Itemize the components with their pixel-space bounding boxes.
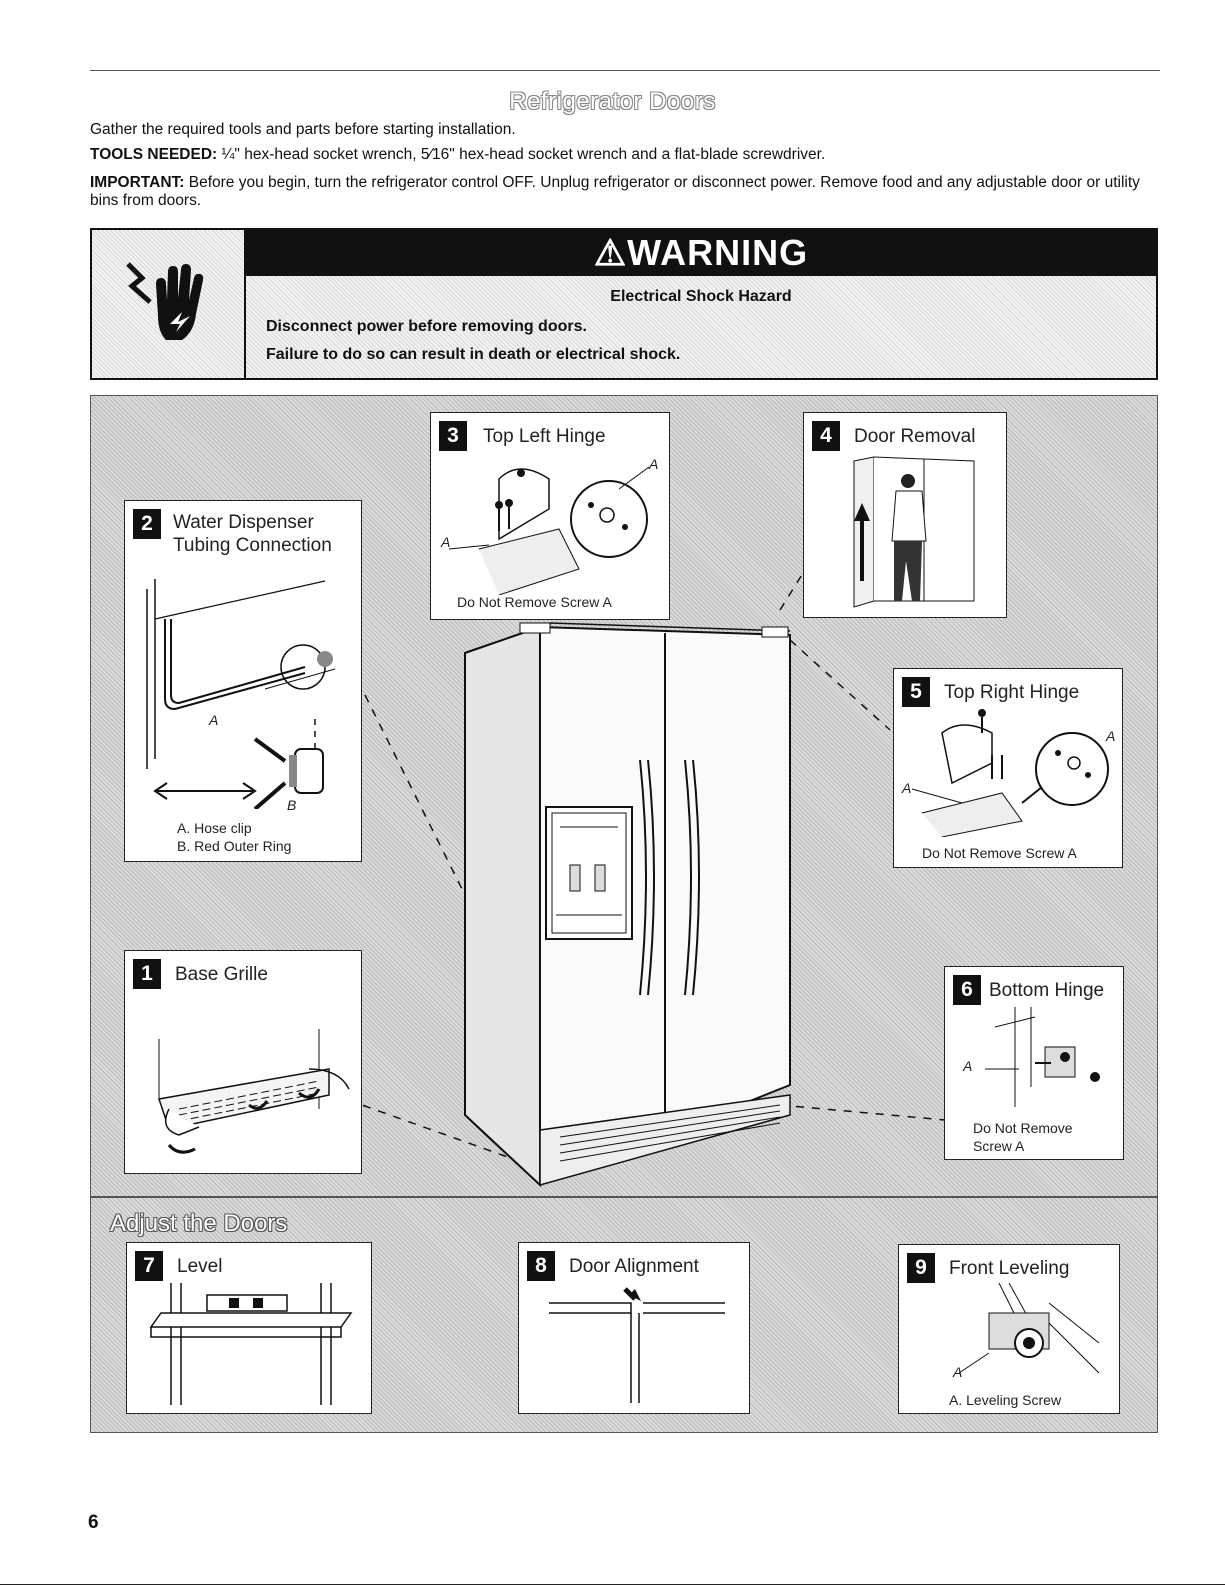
- adjust-doors-title: Adjust the Doors: [110, 1210, 288, 1237]
- step-2-caption-a: A. Hose clip: [177, 820, 252, 836]
- important-label: IMPORTANT:: [90, 174, 185, 191]
- step-7-diagram: [149, 1283, 353, 1405]
- step-2-label-a: A: [209, 712, 219, 728]
- refrigerator-illustration: [347, 564, 946, 1188]
- step-2-title-line1: Water Dispenser: [173, 512, 314, 533]
- step-4-title: Door Removal: [854, 426, 976, 447]
- step-2-diagram: [146, 579, 336, 809]
- step-4-number: 4: [812, 421, 840, 451]
- step-1-diagram: [158, 1029, 350, 1154]
- step-7-title: Level: [177, 1256, 223, 1277]
- step-1-title: Base Grille: [175, 964, 268, 985]
- step-6-caption-line2: Screw A: [973, 1138, 1025, 1154]
- step-5-diagram: [911, 709, 1109, 837]
- step-3-diagram: [448, 466, 650, 595]
- tools-needed: TOOLS NEEDED: ¼" hex-head socket wrench,…: [90, 146, 1160, 164]
- step-2-title-line2: Tubing Connection: [173, 535, 332, 556]
- step-5-label-a-top: A: [1106, 728, 1116, 744]
- step-5-caption: Do Not Remove Screw A: [922, 845, 1077, 861]
- top-rule: [90, 70, 1160, 71]
- warning-line-2: Failure to do so can result in death or …: [266, 346, 681, 363]
- important-note: IMPORTANT: Before you begin, turn the re…: [90, 174, 1160, 210]
- step-9-number: 9: [907, 1253, 935, 1283]
- step-5-number: 5: [902, 677, 930, 707]
- step-9-caption: A. Leveling Screw: [949, 1392, 1062, 1408]
- step-6-number: 6: [953, 975, 981, 1005]
- step-9-label-a: A: [953, 1364, 963, 1380]
- step-3-label-a-left: A: [441, 534, 451, 550]
- step-6-bottom-hinge: 6 Bottom Hinge A Do Not Remove Screw A: [944, 966, 1124, 1160]
- step-2-caption-b: B. Red Outer Ring: [177, 838, 292, 854]
- step-6-label-a: A: [963, 1058, 973, 1074]
- warning-banner: ⚠WARNING: [246, 230, 1156, 276]
- step-4-diagram: [853, 456, 975, 608]
- step-1-base-grille: 1 Base Grille: [124, 950, 362, 1174]
- step-6-title: Bottom Hinge: [989, 980, 1105, 1001]
- step-1-number: 1: [133, 959, 161, 989]
- step-6-caption-line1: Do Not Remove: [973, 1120, 1073, 1136]
- step-7-number: 7: [135, 1251, 163, 1281]
- step-7-level: 7 Level: [126, 1242, 372, 1414]
- warning-line-1: Disconnect power before removing doors.: [266, 318, 587, 335]
- step-8-number: 8: [527, 1251, 555, 1281]
- important-text: Before you begin, turn the refrigerator …: [90, 174, 1140, 209]
- step-8-title: Door Alignment: [569, 1256, 699, 1277]
- step-3-caption: Do Not Remove Screw A: [457, 594, 612, 610]
- step-2-water-dispenser: 2 Water Dispenser Tubing Connection A B …: [124, 500, 362, 862]
- step-6-diagram: [985, 1007, 1100, 1107]
- electrical-shock-hand-icon: [126, 262, 204, 340]
- step-2-number: 2: [133, 509, 161, 539]
- step-3-label-a-top: A: [649, 456, 659, 472]
- step-5-title: Top Right Hinge: [944, 682, 1080, 703]
- page-title: Refrigerator Doors: [509, 88, 716, 115]
- step-3-number: 3: [439, 421, 467, 451]
- step-8-door-alignment: 8 Door Alignment: [518, 1242, 750, 1414]
- step-5-label-a-left: A: [902, 780, 912, 796]
- intro-gather: Gather the required tools and parts befo…: [90, 121, 516, 138]
- step-2-label-b: B: [287, 797, 297, 813]
- step-8-diagram: [549, 1287, 725, 1403]
- warning-box: ⚠WARNING Electrical Shock Hazard Disconn…: [90, 228, 1158, 380]
- step-9-title: Front Leveling: [949, 1258, 1070, 1279]
- warning-icon-box: [92, 230, 246, 378]
- step-5-top-right-hinge: 5 Top Right Hinge A A Do Not Remove Scre…: [893, 668, 1123, 868]
- step-3-top-left-hinge: 3 Top Left Hinge A A Do Not Remove Screw…: [430, 412, 670, 620]
- step-9-front-leveling: 9 Front Leveling A A. Leveling Screw: [898, 1244, 1120, 1414]
- step-9-diagram: [958, 1283, 1100, 1374]
- page-number: 6: [88, 1512, 99, 1533]
- tools-label: TOOLS NEEDED:: [90, 146, 218, 163]
- step-3-title: Top Left Hinge: [483, 426, 606, 447]
- tools-text: ¼" hex-head socket wrench, 5⁄16" hex-hea…: [217, 146, 826, 163]
- step-4-door-removal: 4 Door Removal: [803, 412, 1007, 618]
- warning-hazard: Electrical Shock Hazard: [610, 288, 792, 305]
